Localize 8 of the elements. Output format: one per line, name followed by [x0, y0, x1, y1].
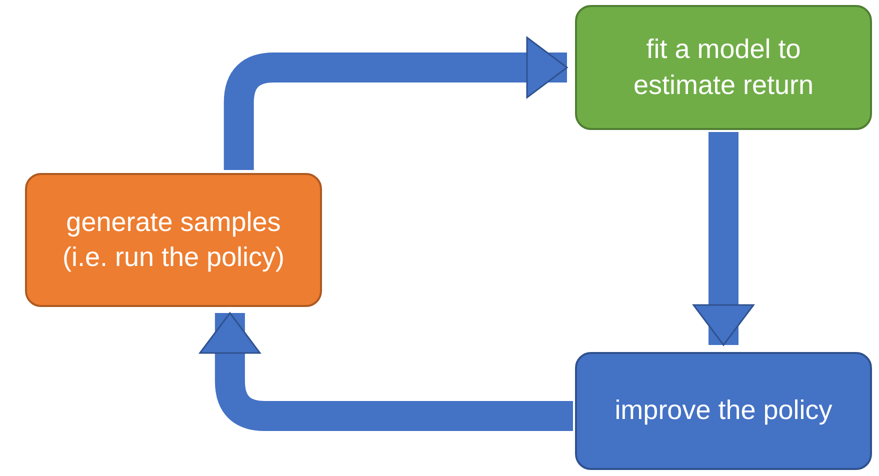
- box-label: fit a model to estimate return: [632, 33, 815, 102]
- process-box: [575, 352, 872, 470]
- block-arrow: [199, 312, 573, 431]
- block-arrow: [692, 132, 754, 346]
- process-box: [575, 5, 872, 130]
- box-label: improve the policy: [614, 394, 832, 428]
- box-label: generate samples (i.e. run the policy): [61, 206, 286, 274]
- process-box: [25, 173, 322, 307]
